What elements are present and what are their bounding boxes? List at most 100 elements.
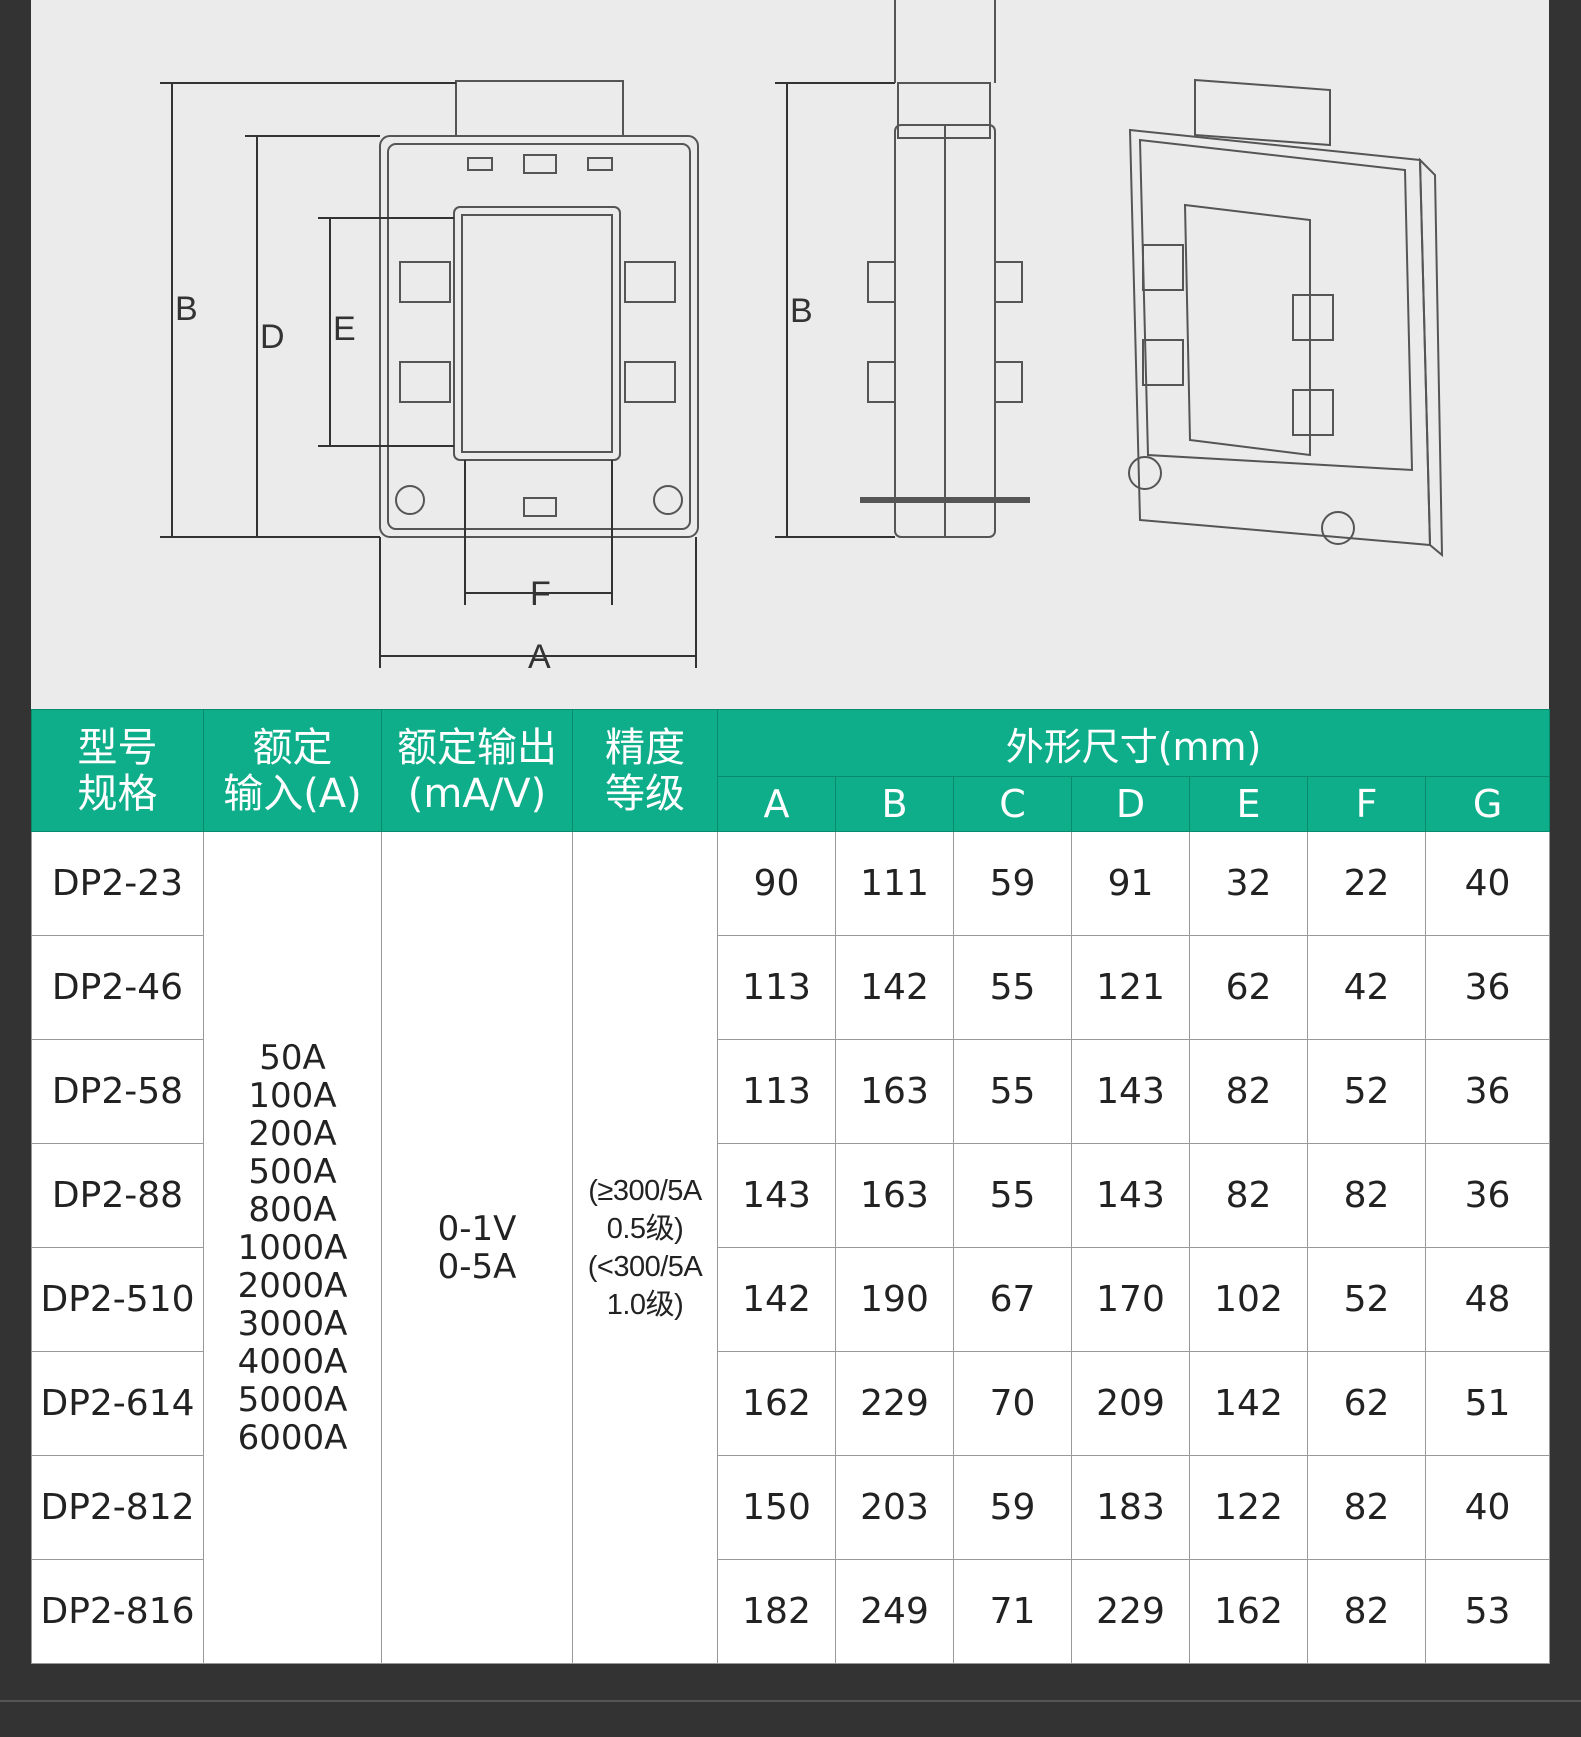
dimension-lines: [160, 82, 895, 668]
dim-cell: 52: [1307, 1039, 1426, 1144]
divider: [0, 1700, 1581, 1702]
dim-cell: 113: [717, 1039, 836, 1144]
label-A: A: [528, 638, 551, 676]
dim-cell: 163: [835, 1143, 954, 1248]
dim-cell: 111: [835, 831, 954, 936]
dim-cell: 82: [1307, 1143, 1426, 1248]
dim-cell: 71: [953, 1559, 1072, 1664]
label-E: E: [333, 310, 356, 348]
dim-cell: 70: [953, 1351, 1072, 1456]
dim-cell: 150: [717, 1455, 836, 1560]
dim-cell: 53: [1424, 1559, 1551, 1664]
model-cell: DP2-816: [31, 1559, 204, 1664]
model-cell: DP2-614: [31, 1351, 204, 1456]
dim-cell: 162: [1189, 1559, 1308, 1664]
dim-cell: 40: [1424, 1455, 1551, 1560]
dim-cell: 82: [1189, 1039, 1308, 1144]
dim-cell: 121: [1071, 935, 1190, 1040]
side-view: [860, 0, 1030, 538]
dim-cell: 82: [1307, 1455, 1426, 1560]
header-dim-A: A: [717, 776, 836, 832]
header-input: 额定输入(A): [203, 709, 382, 832]
dim-cell: 62: [1307, 1351, 1426, 1456]
dim-cell: 55: [953, 1143, 1072, 1248]
dim-cell: 51: [1424, 1351, 1551, 1456]
dim-cell: 36: [1424, 935, 1551, 1040]
dim-cell: 113: [717, 935, 836, 1040]
dim-cell: 59: [953, 1455, 1072, 1560]
header-dim-E: E: [1189, 776, 1308, 832]
output-cell: 0-1V 0-5A: [381, 831, 573, 1664]
dim-cell: 143: [1071, 1039, 1190, 1144]
dim-cell: 122: [1189, 1455, 1308, 1560]
dim-cell: 142: [1189, 1351, 1308, 1456]
label-D: D: [260, 318, 285, 356]
label-B: B: [175, 290, 198, 328]
dim-cell: 142: [835, 935, 954, 1040]
header-dim-B: B: [835, 776, 954, 832]
dim-cell: 40: [1424, 831, 1551, 936]
header-dimensions: 外形尺寸(mm): [716, 709, 1551, 777]
isometric-view: [1128, 78, 1444, 558]
dim-cell: 62: [1189, 935, 1308, 1040]
dim-cell: 162: [717, 1351, 836, 1456]
header-dim-C: C: [953, 776, 1072, 832]
dim-cell: 143: [1071, 1143, 1190, 1248]
dim-cell: 48: [1424, 1247, 1551, 1352]
dim-cell: 22: [1307, 831, 1426, 936]
label-F: F: [530, 575, 551, 613]
header-dim-F: F: [1307, 776, 1426, 832]
dim-cell: 91: [1071, 831, 1190, 936]
dim-cell: 249: [835, 1559, 954, 1664]
dimension-drawing: B D E F A B: [31, 0, 1549, 709]
input-cell: 50A 100A 200A 500A 800A 1000A 2000A 3000…: [203, 831, 382, 1664]
dim-cell: 32: [1189, 831, 1308, 936]
dim-cell: 190: [835, 1247, 954, 1352]
dim-cell: 90: [717, 831, 836, 936]
dim-cell: 143: [717, 1143, 836, 1248]
dim-cell: 229: [835, 1351, 954, 1456]
header-dim-G: G: [1424, 776, 1551, 832]
dim-cell: 52: [1307, 1247, 1426, 1352]
dim-cell: 59: [953, 831, 1072, 936]
model-cell: DP2-812: [31, 1455, 204, 1560]
label-B-side: B: [790, 292, 813, 330]
front-view: [379, 80, 699, 538]
dim-cell: 229: [1071, 1559, 1190, 1664]
dim-cell: 182: [717, 1559, 836, 1664]
model-cell: DP2-510: [31, 1247, 204, 1352]
dim-cell: 170: [1071, 1247, 1190, 1352]
dim-cell: 183: [1071, 1455, 1190, 1560]
dim-cell: 142: [717, 1247, 836, 1352]
dim-cell: 163: [835, 1039, 954, 1144]
header-accuracy: 精度等级: [572, 709, 718, 832]
dim-cell: 203: [835, 1455, 954, 1560]
dim-cell: 55: [953, 1039, 1072, 1144]
dim-cell: 36: [1424, 1143, 1551, 1248]
dim-cell: 102: [1189, 1247, 1308, 1352]
header-model: 型号规格: [31, 709, 204, 832]
header-dim-D: D: [1071, 776, 1190, 832]
accuracy-cell: (≥300/5A 0.5级) (<300/5A 1.0级): [572, 831, 718, 1664]
dim-cell: 55: [953, 935, 1072, 1040]
dim-cell: 67: [953, 1247, 1072, 1352]
model-cell: DP2-88: [31, 1143, 204, 1248]
header-output: 额定输出(mA/V): [381, 709, 573, 832]
model-cell: DP2-46: [31, 935, 204, 1040]
dim-cell: 36: [1424, 1039, 1551, 1144]
dim-cell: 82: [1307, 1559, 1426, 1664]
model-cell: DP2-23: [31, 831, 204, 936]
dim-cell: 82: [1189, 1143, 1308, 1248]
model-cell: DP2-58: [31, 1039, 204, 1144]
dim-cell: 209: [1071, 1351, 1190, 1456]
dim-cell: 42: [1307, 935, 1426, 1040]
